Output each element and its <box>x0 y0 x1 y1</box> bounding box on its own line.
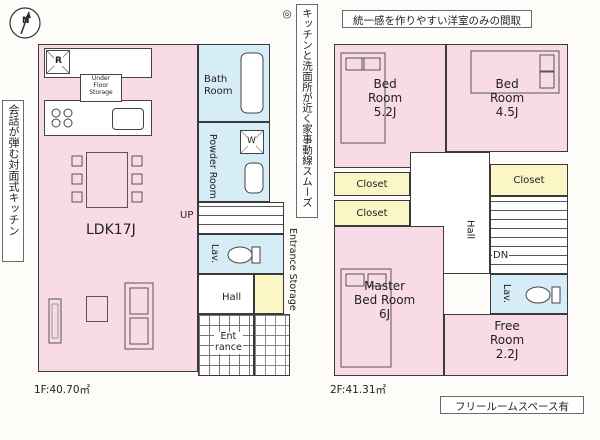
closet-3: Closet <box>490 164 568 196</box>
closet-1-label: Closet <box>356 178 388 190</box>
compass-icon <box>9 7 41 39</box>
bed-room-4-5 <box>446 44 568 152</box>
powder-room-label: Powder Room <box>206 134 218 199</box>
stairs-1f <box>198 202 284 234</box>
closet-1: Closet <box>334 172 410 196</box>
entrance-label: Ent rance <box>214 331 243 354</box>
bed-icon-5-2 <box>340 52 386 144</box>
lavatory-1f-label-text: Lav. <box>208 244 220 264</box>
bed-icon-4-5 <box>470 50 560 94</box>
toilet-icon-2f <box>524 284 562 306</box>
note-unified-western-rooms-text: 統一感を作りやすい洋室のみの間取 <box>353 15 521 27</box>
powder-room-label-text: Powder Room <box>206 134 218 199</box>
hall-2f-label-text: Hall <box>464 220 476 240</box>
closet-3-label: Closet <box>513 174 545 186</box>
tv-stand <box>48 298 62 344</box>
note-free-room-space-text: フリールームスペース有 <box>455 401 569 413</box>
sofa <box>124 282 154 350</box>
sink-icon <box>112 108 144 130</box>
entrance-porch <box>254 314 290 376</box>
refrigerator-label: R <box>54 56 63 67</box>
note-kitchen-near-washroom-text: キッチンと洗面所が近く家事動線スムーズ◎ <box>281 8 313 208</box>
bathtub-icon <box>240 52 264 114</box>
washing-machine: W <box>240 130 264 154</box>
entrance <box>198 314 254 376</box>
free-room-label: Free Room 2.2J <box>490 319 525 361</box>
compass: N <box>8 6 42 40</box>
dining-table <box>86 152 128 208</box>
toilet-icon-1f <box>226 244 262 266</box>
note-free-room-space: フリールームスペース有 <box>440 396 584 414</box>
under-floor-storage: Under Floor Storage <box>80 74 122 102</box>
bath-room-label: Bath Room <box>204 74 233 97</box>
master-bed-icon <box>340 268 392 368</box>
master-bed-room-label: Master Bed Room 6J <box>354 279 416 321</box>
free-room <box>444 314 568 376</box>
stairs-dn-label: DN <box>492 250 510 262</box>
bed-room-5-2-label: Bed Room 5.2J <box>368 77 403 119</box>
note-kitchen-near-washroom: キッチンと洗面所が近く家事動線スムーズ◎ <box>281 4 318 218</box>
entrance-storage-label-text: Entrance Storage <box>286 228 298 311</box>
stove-icon <box>48 106 76 130</box>
master-bed-room <box>334 226 444 376</box>
ldk-label: LDK17J <box>86 222 136 238</box>
bed-room-5-2 <box>334 44 446 168</box>
stairs-up-label: UP <box>180 210 194 221</box>
refrigerator: R <box>46 50 70 74</box>
hall-1f <box>198 274 254 314</box>
wash-basin-icon <box>244 162 264 194</box>
entrance-storage <box>254 274 284 314</box>
lavatory-2f-label: Lav. <box>500 284 512 304</box>
lavatory-1f-label: Lav. <box>208 244 220 264</box>
stairs-2f <box>490 196 568 274</box>
closet-2-label: Closet <box>356 207 388 219</box>
bed-room-4-5-label: Bed Room 4.5J <box>490 77 525 119</box>
floor-2-area: 2F:41.31㎡ <box>330 384 387 396</box>
closet-2: Closet <box>334 200 410 226</box>
washing-machine-label: W <box>247 136 256 147</box>
entrance-storage-label: Entrance Storage <box>286 228 298 311</box>
floor-1-area: 1F:40.70㎡ <box>34 384 91 396</box>
coffee-table <box>86 296 108 322</box>
note-face-to-face-kitchen-text: 会話が弾む対面式キッチン <box>7 104 20 236</box>
hall-1f-label: Hall <box>222 292 242 303</box>
lavatory-2f-label-text: Lav. <box>500 284 512 304</box>
hall-2f-label: Hall <box>464 220 476 239</box>
dining-chairs <box>70 150 144 212</box>
note-face-to-face-kitchen: 会話が弾む対面式キッチン <box>2 100 24 262</box>
note-unified-western-rooms: 統一感を作りやすい洋室のみの間取 <box>342 10 532 28</box>
under-floor-storage-label: Under Floor Storage <box>89 75 113 96</box>
compass-label: N <box>22 16 30 26</box>
